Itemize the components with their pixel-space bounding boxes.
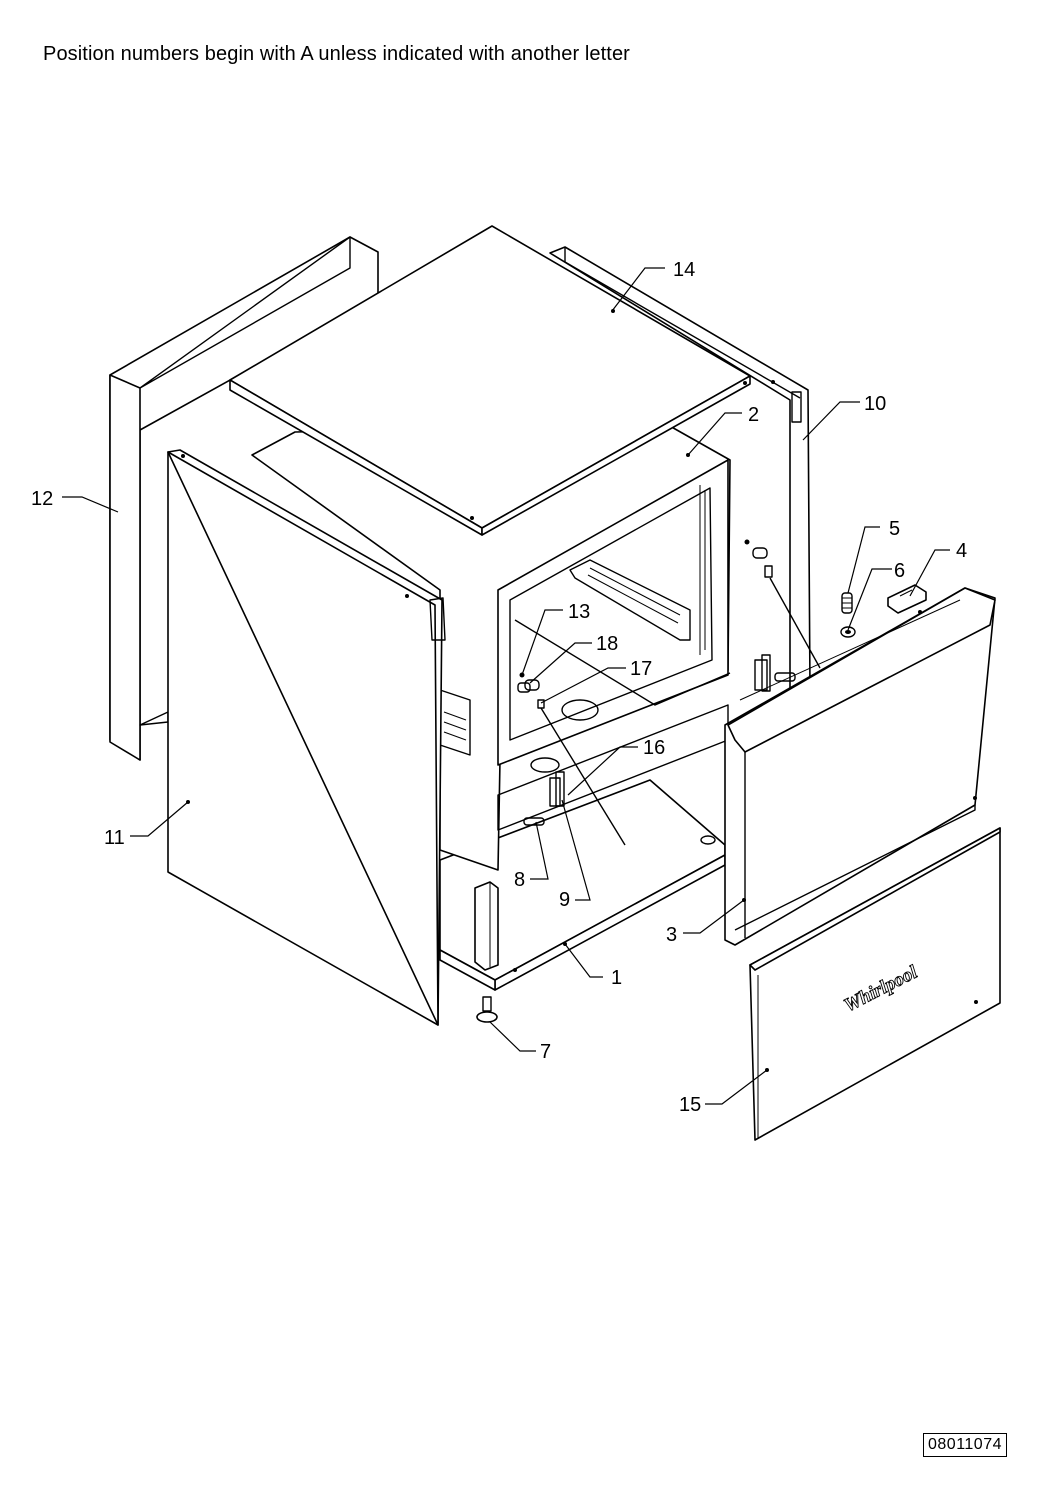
callout-1: 1 xyxy=(611,967,622,989)
callout-11: 11 xyxy=(104,827,125,849)
callout-5: 5 xyxy=(889,518,900,540)
callout-4: 4 xyxy=(956,540,967,562)
part-12-left-side-panel xyxy=(109,236,379,761)
part-4-hinge-bracket xyxy=(887,584,927,614)
part-11-front-side-panel xyxy=(167,449,446,1026)
callout-labels: 14 2 10 12 5 6 4 13 18 17 16 11 8 9 1 3 … xyxy=(31,259,967,1116)
callout-8: 8 xyxy=(514,869,525,891)
document-number: 08011074 xyxy=(923,1433,1007,1457)
callout-13: 13 xyxy=(568,601,590,623)
callout-6: 6 xyxy=(894,560,905,582)
part-6-washer xyxy=(840,626,856,638)
callout-3: 3 xyxy=(666,924,677,946)
part-2-tub-body xyxy=(251,424,821,871)
callout-10: 10 xyxy=(864,393,886,415)
callout-12: 12 xyxy=(31,488,53,510)
callout-2: 2 xyxy=(748,404,759,426)
callout-leader-lines xyxy=(62,267,950,1105)
callout-9: 9 xyxy=(559,889,570,911)
callout-17: 17 xyxy=(630,658,652,680)
callout-7: 7 xyxy=(540,1041,551,1063)
callout-14: 14 xyxy=(673,259,695,281)
part-15-kick-plate: Whirlpool xyxy=(749,827,1001,1141)
part-7-adjustable-foot xyxy=(476,996,498,1023)
part-5-spring xyxy=(841,592,853,614)
callout-18: 18 xyxy=(596,633,618,655)
part-3-door-panel xyxy=(724,587,996,946)
callout-16: 16 xyxy=(643,737,665,759)
callout-15: 15 xyxy=(679,1094,701,1116)
header-note: Position numbers begin with A unless ind… xyxy=(43,43,630,65)
